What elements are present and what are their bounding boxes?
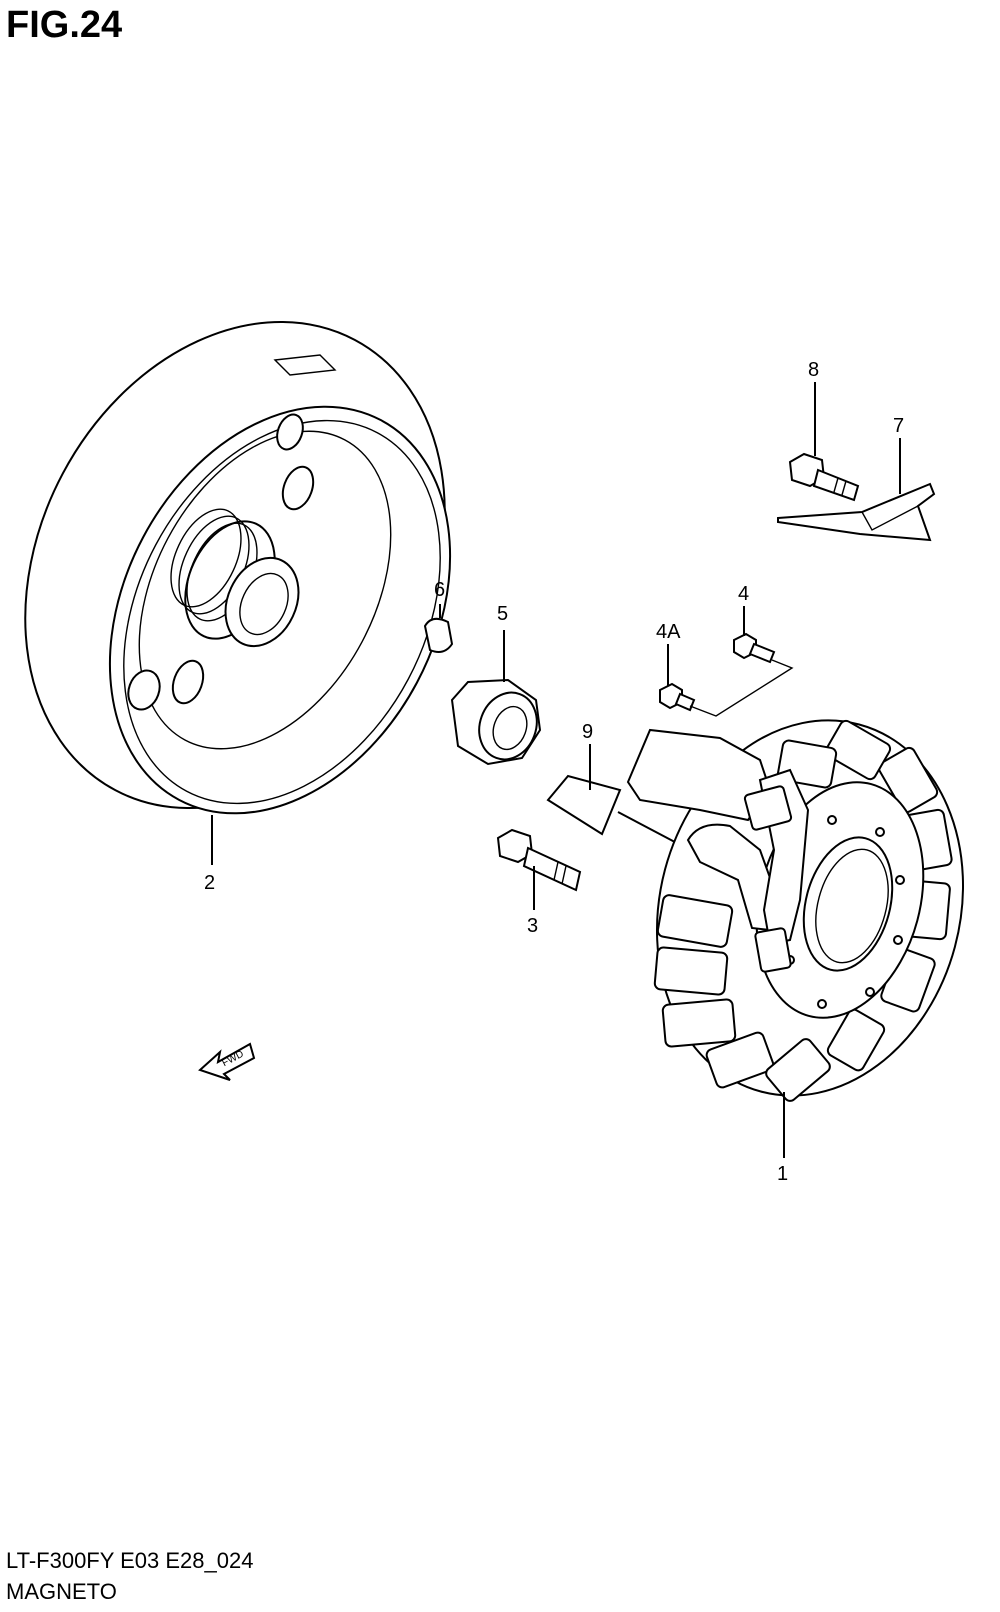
callout-7: 7	[893, 415, 904, 437]
nut-part	[450, 630, 542, 766]
model-code: LT-F300FY E03 E28_024	[6, 1548, 254, 1573]
callout-6: 6	[434, 579, 445, 601]
callout-8: 8	[808, 359, 819, 381]
key-part	[423, 604, 454, 653]
figure-title: FIG.24	[6, 4, 123, 46]
forward-arrow-icon	[198, 1042, 256, 1081]
callout-4: 4	[738, 583, 749, 605]
section-name: MAGNETO	[6, 1579, 117, 1604]
callout-3: 3	[527, 915, 538, 937]
callout-2: 2	[204, 872, 215, 894]
clamp-part	[777, 438, 936, 542]
screw-part-4a	[659, 644, 794, 717]
callout-1: 1	[777, 1163, 788, 1185]
callout-4a: 4A	[656, 621, 681, 643]
callout-9: 9	[582, 721, 593, 743]
stator-part	[626, 719, 965, 1158]
screw-part-4	[733, 606, 776, 664]
callout-5: 5	[497, 603, 508, 625]
bolt-part-8	[788, 382, 860, 502]
rotor-part	[24, 320, 452, 865]
bolt-part-3	[496, 828, 582, 910]
